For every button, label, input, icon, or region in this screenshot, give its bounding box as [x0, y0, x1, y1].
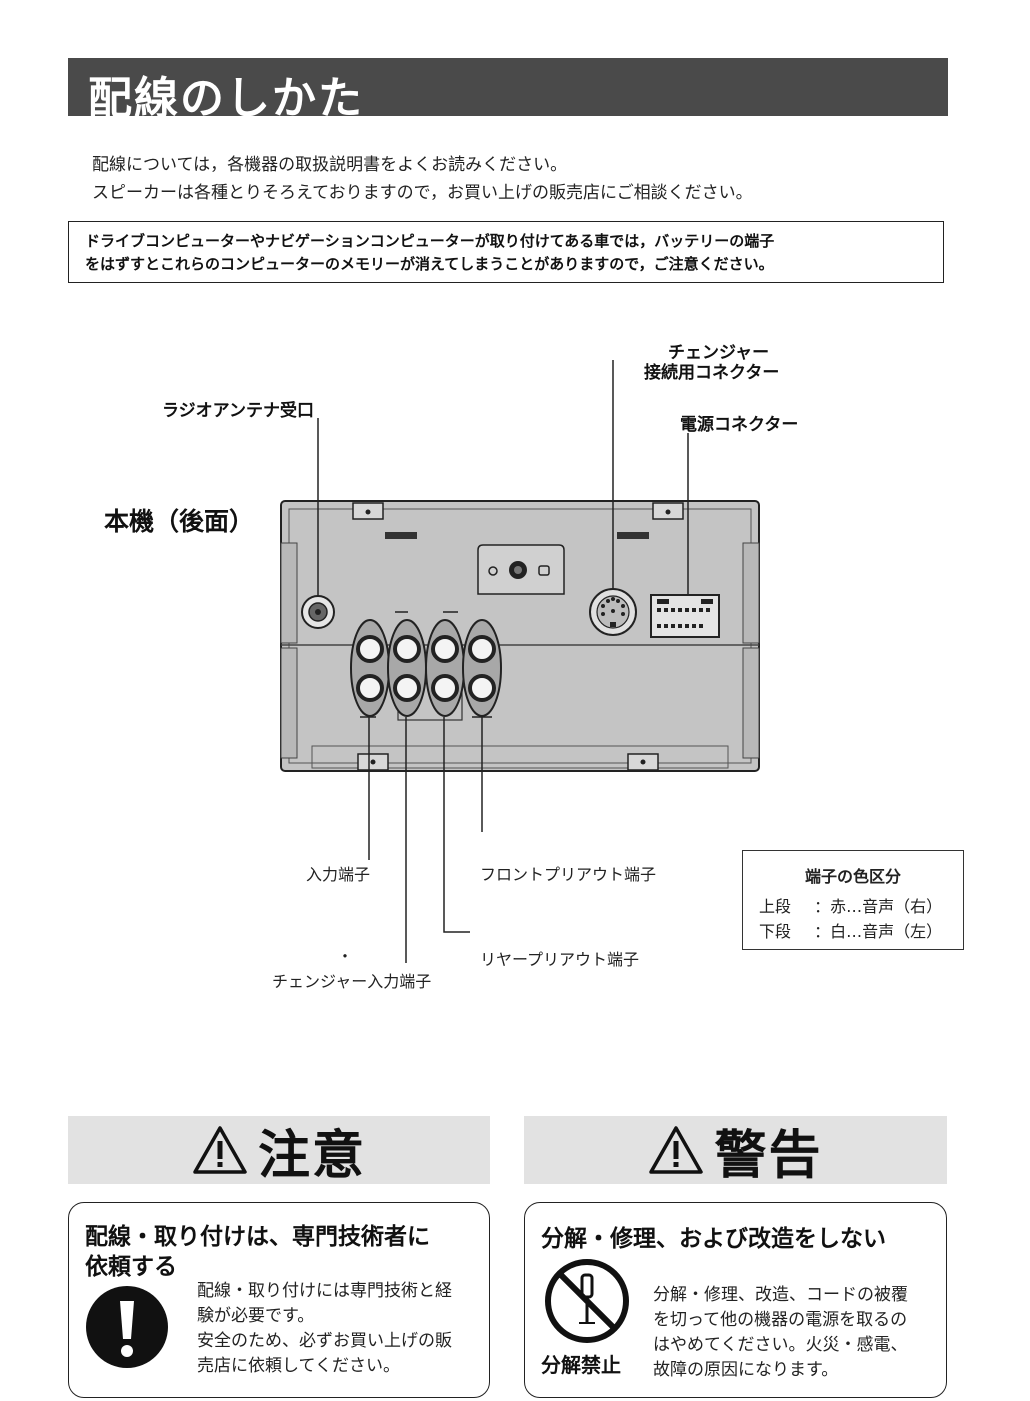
caution-heading-1: 配線・取り付けは、専門技術者に	[85, 1224, 430, 1250]
power-connector	[650, 594, 720, 638]
dot-mark: ・	[337, 947, 354, 966]
color-legend-title: 端子の色区分	[804, 867, 901, 886]
intro-line-2: スピーカーは各種とりそろえておりますので，お買い上げの販売店にご相談ください。	[92, 183, 753, 203]
rear-preout-label: リヤープリアウト端子	[480, 950, 640, 969]
caution-title: 注意	[257, 1125, 366, 1186]
changer-connector-label-1: チェンジャー	[668, 343, 770, 363]
front-preout-label: フロントプリアウト端子	[480, 865, 657, 884]
warning-body-line: を切って他の機器の電源を取るの	[653, 1310, 908, 1330]
warning-triangle-icon	[193, 1126, 247, 1174]
main-unit-label: 本機（後面）	[104, 507, 255, 536]
notice-box: ドライブコンピューターやナビゲーションコンピューターが取り付けてある車では，バッ…	[68, 221, 944, 283]
notice-line-2: をはずすとこれらのコンピューターのメモリーが消えてしまうことがありますので，ご注…	[85, 255, 774, 273]
no-disassembly-label: 分解禁止	[541, 1353, 621, 1377]
radio-antenna-label: ラジオアンテナ受口	[162, 401, 314, 421]
page-title: 配線のしかた	[88, 73, 364, 124]
color-legend-upper: 上段 ：赤…音声（右）	[759, 893, 942, 917]
warning-triangle-icon	[649, 1126, 704, 1174]
warning-body-line: 分解・修理、改造、コードの被覆	[653, 1285, 908, 1305]
notice-line-1: ドライブコンピューターやナビゲーションコンピューターが取り付けてある車では，バッ…	[85, 232, 775, 250]
caution-heading-2: 依頼する	[85, 1254, 177, 1280]
no-disassembly-icon	[545, 1259, 629, 1343]
leader-lines	[317, 360, 689, 963]
upper-label: 上段	[759, 897, 792, 916]
changer-din-connector	[589, 588, 637, 636]
color-legend-box: 端子の色区分 上段 ：赤…音声（右） 下段 ：白…音声（左）	[742, 850, 964, 950]
caution-body: 配線・取り付けには専門技術と経 験が必要です。 安全のため、必ずお買い上げの販 …	[197, 1279, 452, 1379]
caution-body-line: 安全のため、必ずお買い上げの販	[197, 1331, 452, 1351]
caution-box: 配線・取り付けは、専門技術者に 依頼する 配線・取り付けには専門技術と経 験が必…	[68, 1202, 490, 1398]
warning-title: 警告	[714, 1125, 823, 1186]
caution-body-line: 配線・取り付けには専門技術と経	[197, 1281, 452, 1301]
title-bar: 配線のしかた	[68, 58, 948, 124]
warning-body-line: 故障の原因になります。	[653, 1360, 839, 1380]
intro-line-1: 配線については，各機器の取扱説明書をよくお読みください。	[92, 155, 568, 175]
caution-body-line: 験が必要です。	[197, 1306, 315, 1326]
changer-input-label: チェンジャー入力端子	[272, 972, 432, 991]
antenna-socket	[301, 595, 335, 629]
lower-value: ：白…音声（左）	[814, 922, 943, 941]
changer-connector-label-2: 接続用コネクター	[644, 363, 780, 383]
mandatory-exclamation-icon	[86, 1286, 168, 1368]
power-connector-label: 電源コネクター	[680, 415, 799, 435]
caution-banner: 注意	[68, 1116, 490, 1186]
warning-body: 分解・修理、改造、コードの被覆 を切って他の機器の電源を取るの はやめてください…	[653, 1283, 908, 1383]
rca-jack-block	[350, 611, 502, 721]
rear-panel-diagram	[280, 360, 760, 963]
color-legend-lower: 下段 ：白…音声（左）	[759, 918, 942, 942]
caution-body-line: 売店に依頼してください。	[197, 1356, 400, 1376]
upper-value: ：赤…音声（右）	[814, 897, 943, 916]
input-terminal-label: 入力端子	[306, 865, 371, 884]
lower-label: 下段	[759, 922, 792, 941]
warning-banner: 警告	[524, 1116, 947, 1186]
warning-heading: 分解・修理、および改造をしない	[541, 1226, 886, 1252]
warning-box: 分解・修理、および改造をしない 分解禁止 分解・修理、改造、コードの被覆 を切っ…	[524, 1202, 947, 1398]
warning-body-line: はやめてください。火災・感電、	[653, 1335, 908, 1355]
